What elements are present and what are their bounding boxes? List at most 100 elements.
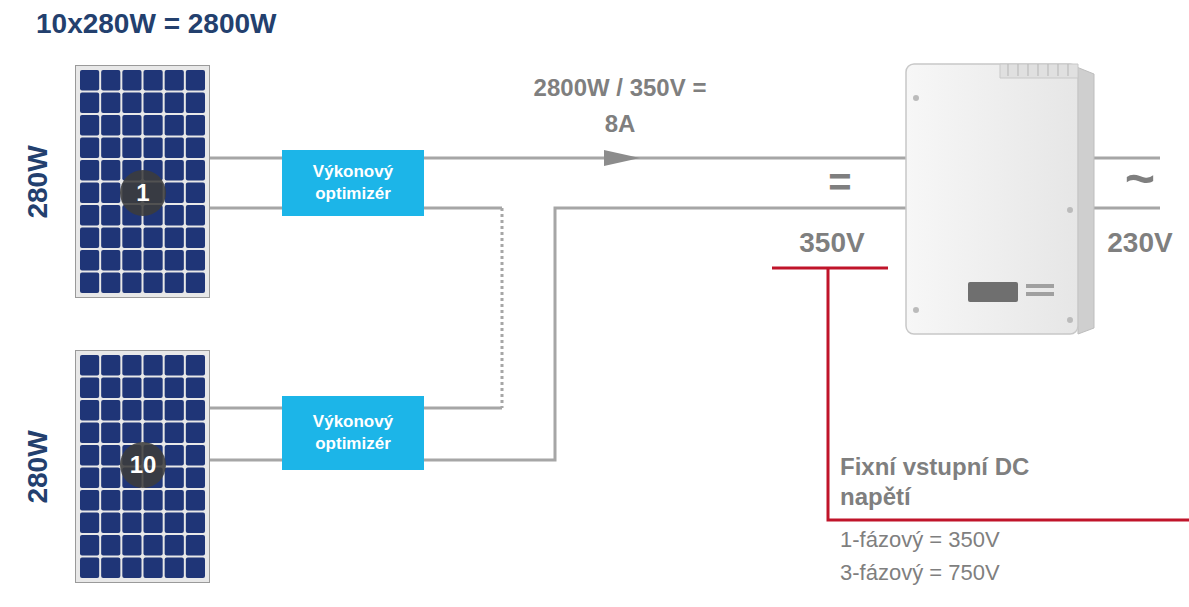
dc-wire — [424, 208, 502, 408]
solar-cell — [186, 138, 205, 159]
solar-cell — [186, 535, 205, 556]
dc-symbol: = — [828, 162, 851, 202]
optimizer-label: Výkonový optimizér — [290, 161, 416, 205]
solar-cell — [165, 490, 184, 511]
mount-screw — [1067, 207, 1073, 213]
current-arrow — [604, 150, 640, 166]
mount-screw — [913, 95, 919, 101]
solar-cell — [186, 205, 205, 226]
solar-cell — [144, 93, 163, 114]
panel-wire — [210, 207, 282, 210]
panel-frame — [76, 351, 210, 583]
callout-line — [772, 267, 888, 270]
ac-voltage: 230V — [1107, 226, 1172, 260]
dc-minus-wire — [420, 208, 906, 460]
callout-note: 3-fázový = 750V — [840, 560, 1000, 586]
solar-cell — [101, 468, 120, 489]
solar-cell — [122, 250, 141, 271]
solar-cell — [144, 273, 163, 294]
solar-cell — [101, 273, 120, 294]
solar-cell — [101, 513, 120, 534]
solar-cell — [122, 423, 141, 444]
solar-cell — [165, 468, 184, 489]
solar-cell — [144, 535, 163, 556]
panel-number: 10 — [120, 442, 166, 488]
solar-cell — [165, 205, 184, 226]
solar-cell — [186, 378, 205, 399]
inverter-fins — [1000, 64, 1078, 78]
dc-voltage: 350V — [799, 226, 864, 260]
solar-cell — [101, 205, 120, 226]
panel-power: 280W — [22, 145, 54, 218]
power-optimizer: Výkonový optimizér — [282, 150, 424, 216]
solar-cell — [101, 490, 120, 511]
solar-cell — [101, 228, 120, 249]
inverter-led — [1026, 284, 1054, 288]
solar-cell — [122, 513, 141, 534]
solar-cell — [80, 93, 99, 114]
solar-cell — [144, 70, 163, 91]
solar-cell — [165, 378, 184, 399]
solar-cell — [165, 423, 184, 444]
panel-number-text: 10 — [130, 453, 157, 477]
fin-lines — [1008, 64, 1068, 76]
solar-cell — [80, 400, 99, 421]
solar-cell — [186, 400, 205, 421]
ac-symbol: ~ — [1125, 152, 1155, 204]
panel-frame — [76, 66, 210, 298]
solar-cell — [186, 445, 205, 466]
inverter-body — [906, 64, 1078, 334]
solar-cell — [101, 445, 120, 466]
solar-cell — [144, 250, 163, 271]
solar-cell — [144, 115, 163, 136]
dc-wire — [210, 407, 282, 410]
solar-cell — [122, 490, 141, 511]
solar-cell — [122, 115, 141, 136]
callout-bracket — [772, 268, 1189, 520]
panel-number-text: 1 — [136, 181, 149, 205]
solar-cell — [101, 355, 120, 376]
solar-cell — [80, 423, 99, 444]
solar-cell — [80, 228, 99, 249]
callout-line — [828, 268, 1189, 520]
solar-cell — [80, 273, 99, 294]
solar-cell — [186, 558, 205, 579]
panel-wire — [210, 459, 282, 462]
mount-screw — [1067, 317, 1073, 323]
solar-cell — [122, 138, 141, 159]
solar-cell — [101, 400, 120, 421]
solar-cell — [80, 138, 99, 159]
solar-cell — [186, 183, 205, 204]
solar-cell — [122, 558, 141, 579]
solar-cell — [144, 228, 163, 249]
solar-cell — [165, 355, 184, 376]
solar-cell — [80, 558, 99, 579]
solar-cell — [122, 70, 141, 91]
power-optimizer: Výkonový optimizér — [282, 396, 424, 470]
solar-cell — [186, 93, 205, 114]
inverter — [906, 64, 1094, 334]
solar-cell — [165, 445, 184, 466]
solar-cell — [144, 355, 163, 376]
callout-title: Fixní vstupní DC napětí — [840, 452, 1030, 512]
solar-cell — [80, 160, 99, 181]
solar-cell — [101, 160, 120, 181]
solar-cell — [144, 423, 163, 444]
solar-cell — [101, 558, 120, 579]
diagram-title: 10x280W = 2800W — [36, 8, 277, 40]
solar-cell — [80, 513, 99, 534]
solar-cell — [80, 445, 99, 466]
solar-cell — [144, 558, 163, 579]
solar-panel: 1280W — [75, 65, 210, 298]
solar-cell — [186, 250, 205, 271]
panel-number: 1 — [120, 170, 166, 216]
solar-cell — [144, 513, 163, 534]
solar-cell — [144, 378, 163, 399]
solar-cell — [144, 400, 163, 421]
solar-panel: 10280W — [75, 350, 210, 583]
solar-cell — [101, 138, 120, 159]
solar-cell — [186, 468, 205, 489]
solar-cell — [122, 378, 141, 399]
